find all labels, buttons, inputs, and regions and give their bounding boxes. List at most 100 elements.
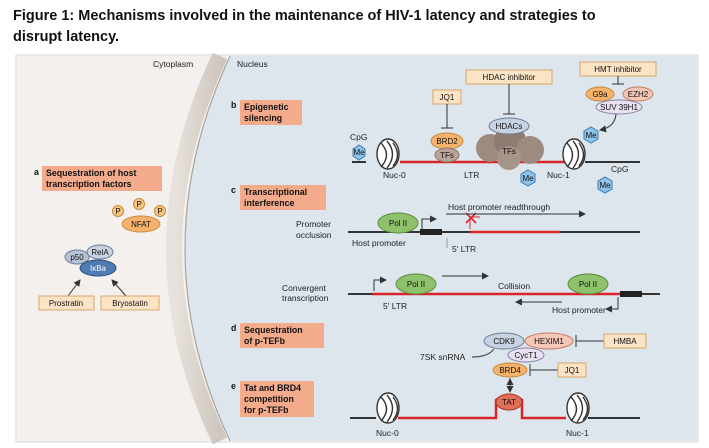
phospho-1-label: P bbox=[115, 207, 120, 216]
nuclear-envelope-edge bbox=[184, 55, 231, 442]
phospho-2-label: P bbox=[136, 200, 141, 209]
pol2-label-c1: Pol II bbox=[389, 219, 407, 228]
section-d-box bbox=[240, 323, 324, 348]
host-promoter-label-c1: Host promoter bbox=[352, 238, 406, 248]
section-c-line-1: Transcriptional bbox=[244, 187, 307, 197]
me-hex-1: Me bbox=[352, 144, 366, 161]
nfat-complex: NFAT P P P bbox=[112, 198, 166, 233]
me-hex-2-label: Me bbox=[585, 131, 597, 140]
me-hex-2: Me bbox=[583, 126, 599, 144]
tat-node bbox=[495, 393, 523, 411]
rela-node bbox=[86, 244, 114, 260]
hdacs-label: HDACs bbox=[496, 122, 523, 131]
nuc0-e-coil bbox=[380, 394, 399, 423]
nfat-label: NFAT bbox=[131, 220, 151, 229]
section-d-line-1: Sequestration bbox=[244, 325, 303, 335]
tfs-label-brd2: TFs bbox=[440, 151, 454, 160]
prostratin-arrow bbox=[67, 279, 81, 297]
hdacs-node bbox=[488, 117, 530, 135]
me-hex-4-label: Me bbox=[599, 181, 611, 190]
convergent-line-1: Convergent bbox=[282, 283, 327, 293]
g9a-node bbox=[585, 86, 615, 102]
nucleosome-nuc1-e bbox=[566, 392, 590, 424]
me-hex-2-shape bbox=[583, 126, 599, 144]
hmt-complex: G9a EZH2 SUV 39H1 bbox=[585, 86, 654, 115]
me-hex-4-shape bbox=[597, 176, 613, 194]
figure-title-line-2: disrupt latency. bbox=[13, 29, 120, 45]
section-b-line-1: Epigenetic bbox=[244, 102, 289, 112]
ltr5-label-c2: 5' LTR bbox=[383, 301, 407, 311]
p50-label: p50 bbox=[70, 253, 84, 262]
hdac-blob-4 bbox=[497, 146, 521, 170]
section-d-letter: d bbox=[231, 323, 236, 333]
promoter-occlusion-line-2: occlusion bbox=[296, 230, 332, 240]
nfat-node bbox=[121, 215, 161, 233]
ikba-node bbox=[79, 259, 117, 277]
hexim1-label: HEXIM1 bbox=[534, 337, 564, 346]
section-c-header: c Transcriptional interference bbox=[231, 185, 326, 210]
nucleosome-nuc0-b bbox=[376, 138, 400, 170]
section-b-header: b Epigenetic silencing bbox=[231, 100, 302, 125]
brd4-node bbox=[492, 362, 528, 378]
blocked-x-icon bbox=[465, 212, 477, 224]
section-a-header: a Sequestration of host transcription fa… bbox=[34, 166, 162, 191]
ltr-start-arrow-c2 bbox=[373, 276, 387, 291]
bryostatin-arrow bbox=[111, 279, 127, 297]
me-hex-3-shape bbox=[520, 169, 536, 187]
cyct1-label: CycT1 bbox=[514, 351, 538, 360]
hmba-box bbox=[603, 333, 647, 349]
cpg-label-left: CpG bbox=[350, 132, 367, 142]
hmt-inhibitor-label: HMT inhibitor bbox=[594, 65, 642, 74]
pol2-node-c2-right bbox=[567, 273, 609, 295]
phospho-3-label: P bbox=[157, 207, 162, 216]
nucleosome-nuc0-e bbox=[376, 392, 400, 424]
bryostatin-box bbox=[100, 295, 160, 311]
section-c-letter: c bbox=[231, 185, 236, 195]
nuc0-label-e: Nuc-0 bbox=[376, 428, 399, 438]
nuc1-label-b: Nuc-1 bbox=[547, 170, 570, 180]
phospho-2 bbox=[133, 198, 145, 210]
nuc0-label-b: Nuc-0 bbox=[383, 170, 406, 180]
nuc1-label-e: Nuc-1 bbox=[566, 428, 589, 438]
section-a-box bbox=[42, 166, 162, 191]
nucleus-label: Nucleus bbox=[237, 59, 268, 69]
section-e-line-1: Tat and BRD4 bbox=[244, 383, 301, 393]
nuc1-b-coil bbox=[566, 140, 585, 169]
cdk9-node bbox=[483, 332, 525, 350]
snrna-strand bbox=[471, 348, 495, 358]
tfs-label-hdac: TFs bbox=[502, 147, 516, 156]
promoter-occlusion-line-1: Promoter bbox=[296, 219, 331, 229]
hmba-label: HMBA bbox=[613, 337, 637, 346]
prostratin-box bbox=[38, 295, 95, 311]
jq1-label-b: JQ1 bbox=[440, 93, 455, 102]
section-e-line-2: competition bbox=[244, 394, 294, 404]
figure-title: Figure 1: Mechanisms involved in the mai… bbox=[13, 6, 703, 48]
section-b-line-2: silencing bbox=[244, 113, 282, 123]
prostratin-label: Prostratin bbox=[49, 299, 83, 308]
convergent-line-2: transcription bbox=[282, 293, 329, 303]
section-c-box bbox=[240, 185, 326, 210]
section-a-line-1: Sequestration of host bbox=[46, 168, 136, 178]
section-b-box bbox=[240, 100, 302, 125]
suv39h1-node bbox=[595, 99, 643, 115]
ezh2-label: EZH2 bbox=[628, 90, 649, 99]
me-hex-1-label: Me bbox=[353, 148, 365, 157]
section-c-line-2: interference bbox=[244, 198, 294, 208]
me-hex-3-label: Me bbox=[522, 174, 534, 183]
host-promoter-arrow-c1 bbox=[421, 215, 437, 229]
nuc0-e-shape bbox=[376, 392, 400, 424]
section-e-line-3: for p-TEFb bbox=[244, 405, 289, 415]
collision-label: Collision bbox=[498, 281, 530, 291]
hmt-to-me-arrow bbox=[599, 113, 617, 133]
nuc1-e-shape bbox=[566, 392, 590, 424]
pol2-node-c2-left bbox=[395, 273, 437, 295]
cdk9-label: CDK9 bbox=[493, 337, 515, 346]
brd2-label: BRD2 bbox=[436, 137, 458, 146]
brd2-complex: BRD2 TFs bbox=[430, 132, 464, 163]
nuc1-b-shape bbox=[562, 138, 586, 170]
hdac-blob-3 bbox=[516, 136, 544, 164]
jq1-box-d bbox=[557, 362, 587, 378]
nuc1-e-coil bbox=[570, 394, 589, 423]
brd4-label: BRD4 bbox=[499, 366, 521, 375]
